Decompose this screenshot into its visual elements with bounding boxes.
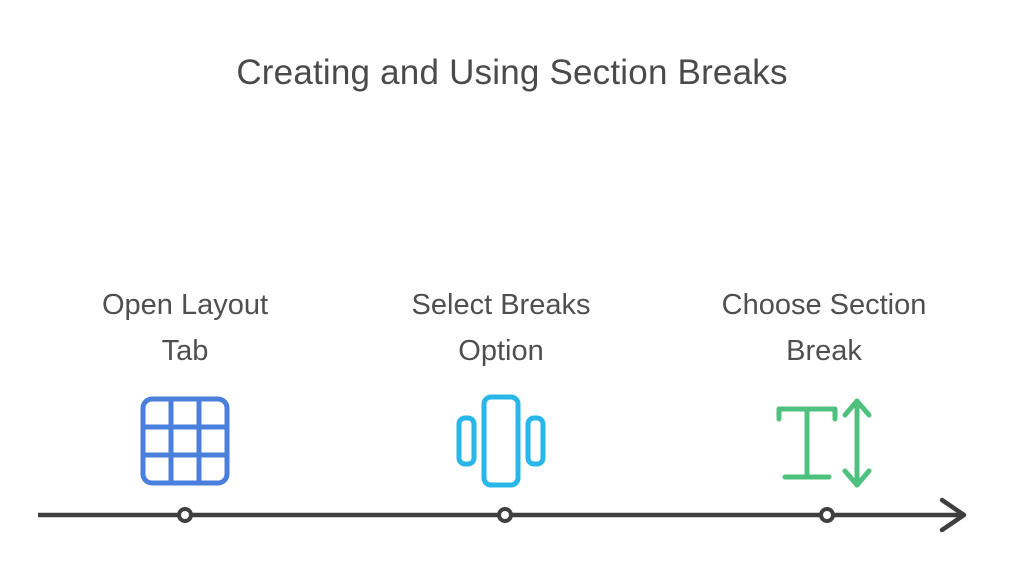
step-label-line-1: Select Breaks <box>411 289 591 321</box>
timeline-arrowhead-icon <box>939 497 967 533</box>
timeline-node-2 <box>497 507 513 523</box>
step-label-line-2: Option <box>458 334 544 367</box>
steps-row: Open Layout Tab Select Breaks Option <box>0 283 1024 498</box>
step-label: Open Layout Tab <box>50 283 320 375</box>
timeline-node-3 <box>819 507 835 523</box>
carousel-panels-icon <box>451 391 551 496</box>
timeline-node-1 <box>177 507 193 523</box>
step-label-line-1: Open Layout <box>101 289 269 321</box>
step-label: Choose Section Break <box>689 283 959 375</box>
line-spacing-icon <box>769 391 879 500</box>
step-label: Select Breaks Option <box>366 283 636 375</box>
step-item-open-layout-tab[interactable]: Open Layout Tab <box>50 283 320 496</box>
timeline-axis <box>0 490 1024 540</box>
step-item-choose-section-break[interactable]: Choose Section Break <box>689 283 959 500</box>
step-label-line-1: Choose Section <box>721 289 927 321</box>
step-label-line-2: Tab <box>161 334 209 367</box>
step-item-select-breaks-option[interactable]: Select Breaks Option <box>366 283 636 496</box>
step-label-line-2: Break <box>786 334 862 367</box>
grid-table-icon <box>135 391 235 496</box>
page-title: Creating and Using Section Breaks <box>236 53 788 92</box>
